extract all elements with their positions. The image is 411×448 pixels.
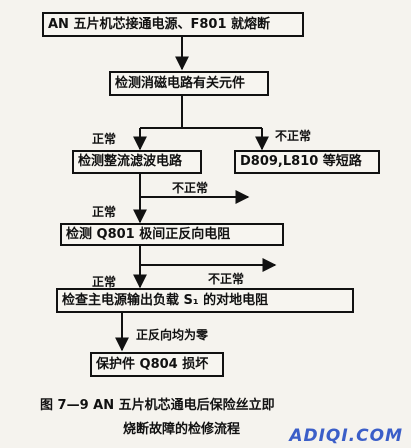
node-check-degauss: 检测消磁电路有关元件 xyxy=(109,71,269,96)
edge-label-abnormal-2: 不正常 xyxy=(172,181,209,195)
edge-label-normal-3: 正常 xyxy=(92,275,117,289)
edge-label-abnormal-3: 不正常 xyxy=(208,272,245,286)
watermark-logo: ADIQI.COM xyxy=(289,426,403,446)
node-start: AN 五片机芯接通电源、F801 就熔断 xyxy=(42,12,304,37)
node-check-q801: 检测 Q801 极间正反向电阻 xyxy=(60,223,284,246)
node-check-main-load: 检查主电源输出负载 S₁ 的对地电阻 xyxy=(56,288,354,313)
figure-caption-line2: 烧断故障的检修流程 xyxy=(123,422,241,437)
node-check-rectifier: 检测整流滤波电路 xyxy=(72,150,202,174)
edge-label-abnormal-1: 不正常 xyxy=(275,129,312,143)
edge-label-normal-1: 正常 xyxy=(92,132,117,146)
figure-caption-line1: 图 7—9 AN 五片机芯通电后保险丝立即 xyxy=(40,398,275,413)
edge-label-normal-2: 正常 xyxy=(92,205,117,219)
node-short-d809: D809,L810 等短路 xyxy=(234,150,380,174)
edge-label-zero: 正反向均为零 xyxy=(136,328,209,342)
node-result-q804: 保护件 Q804 损坏 xyxy=(90,352,224,377)
